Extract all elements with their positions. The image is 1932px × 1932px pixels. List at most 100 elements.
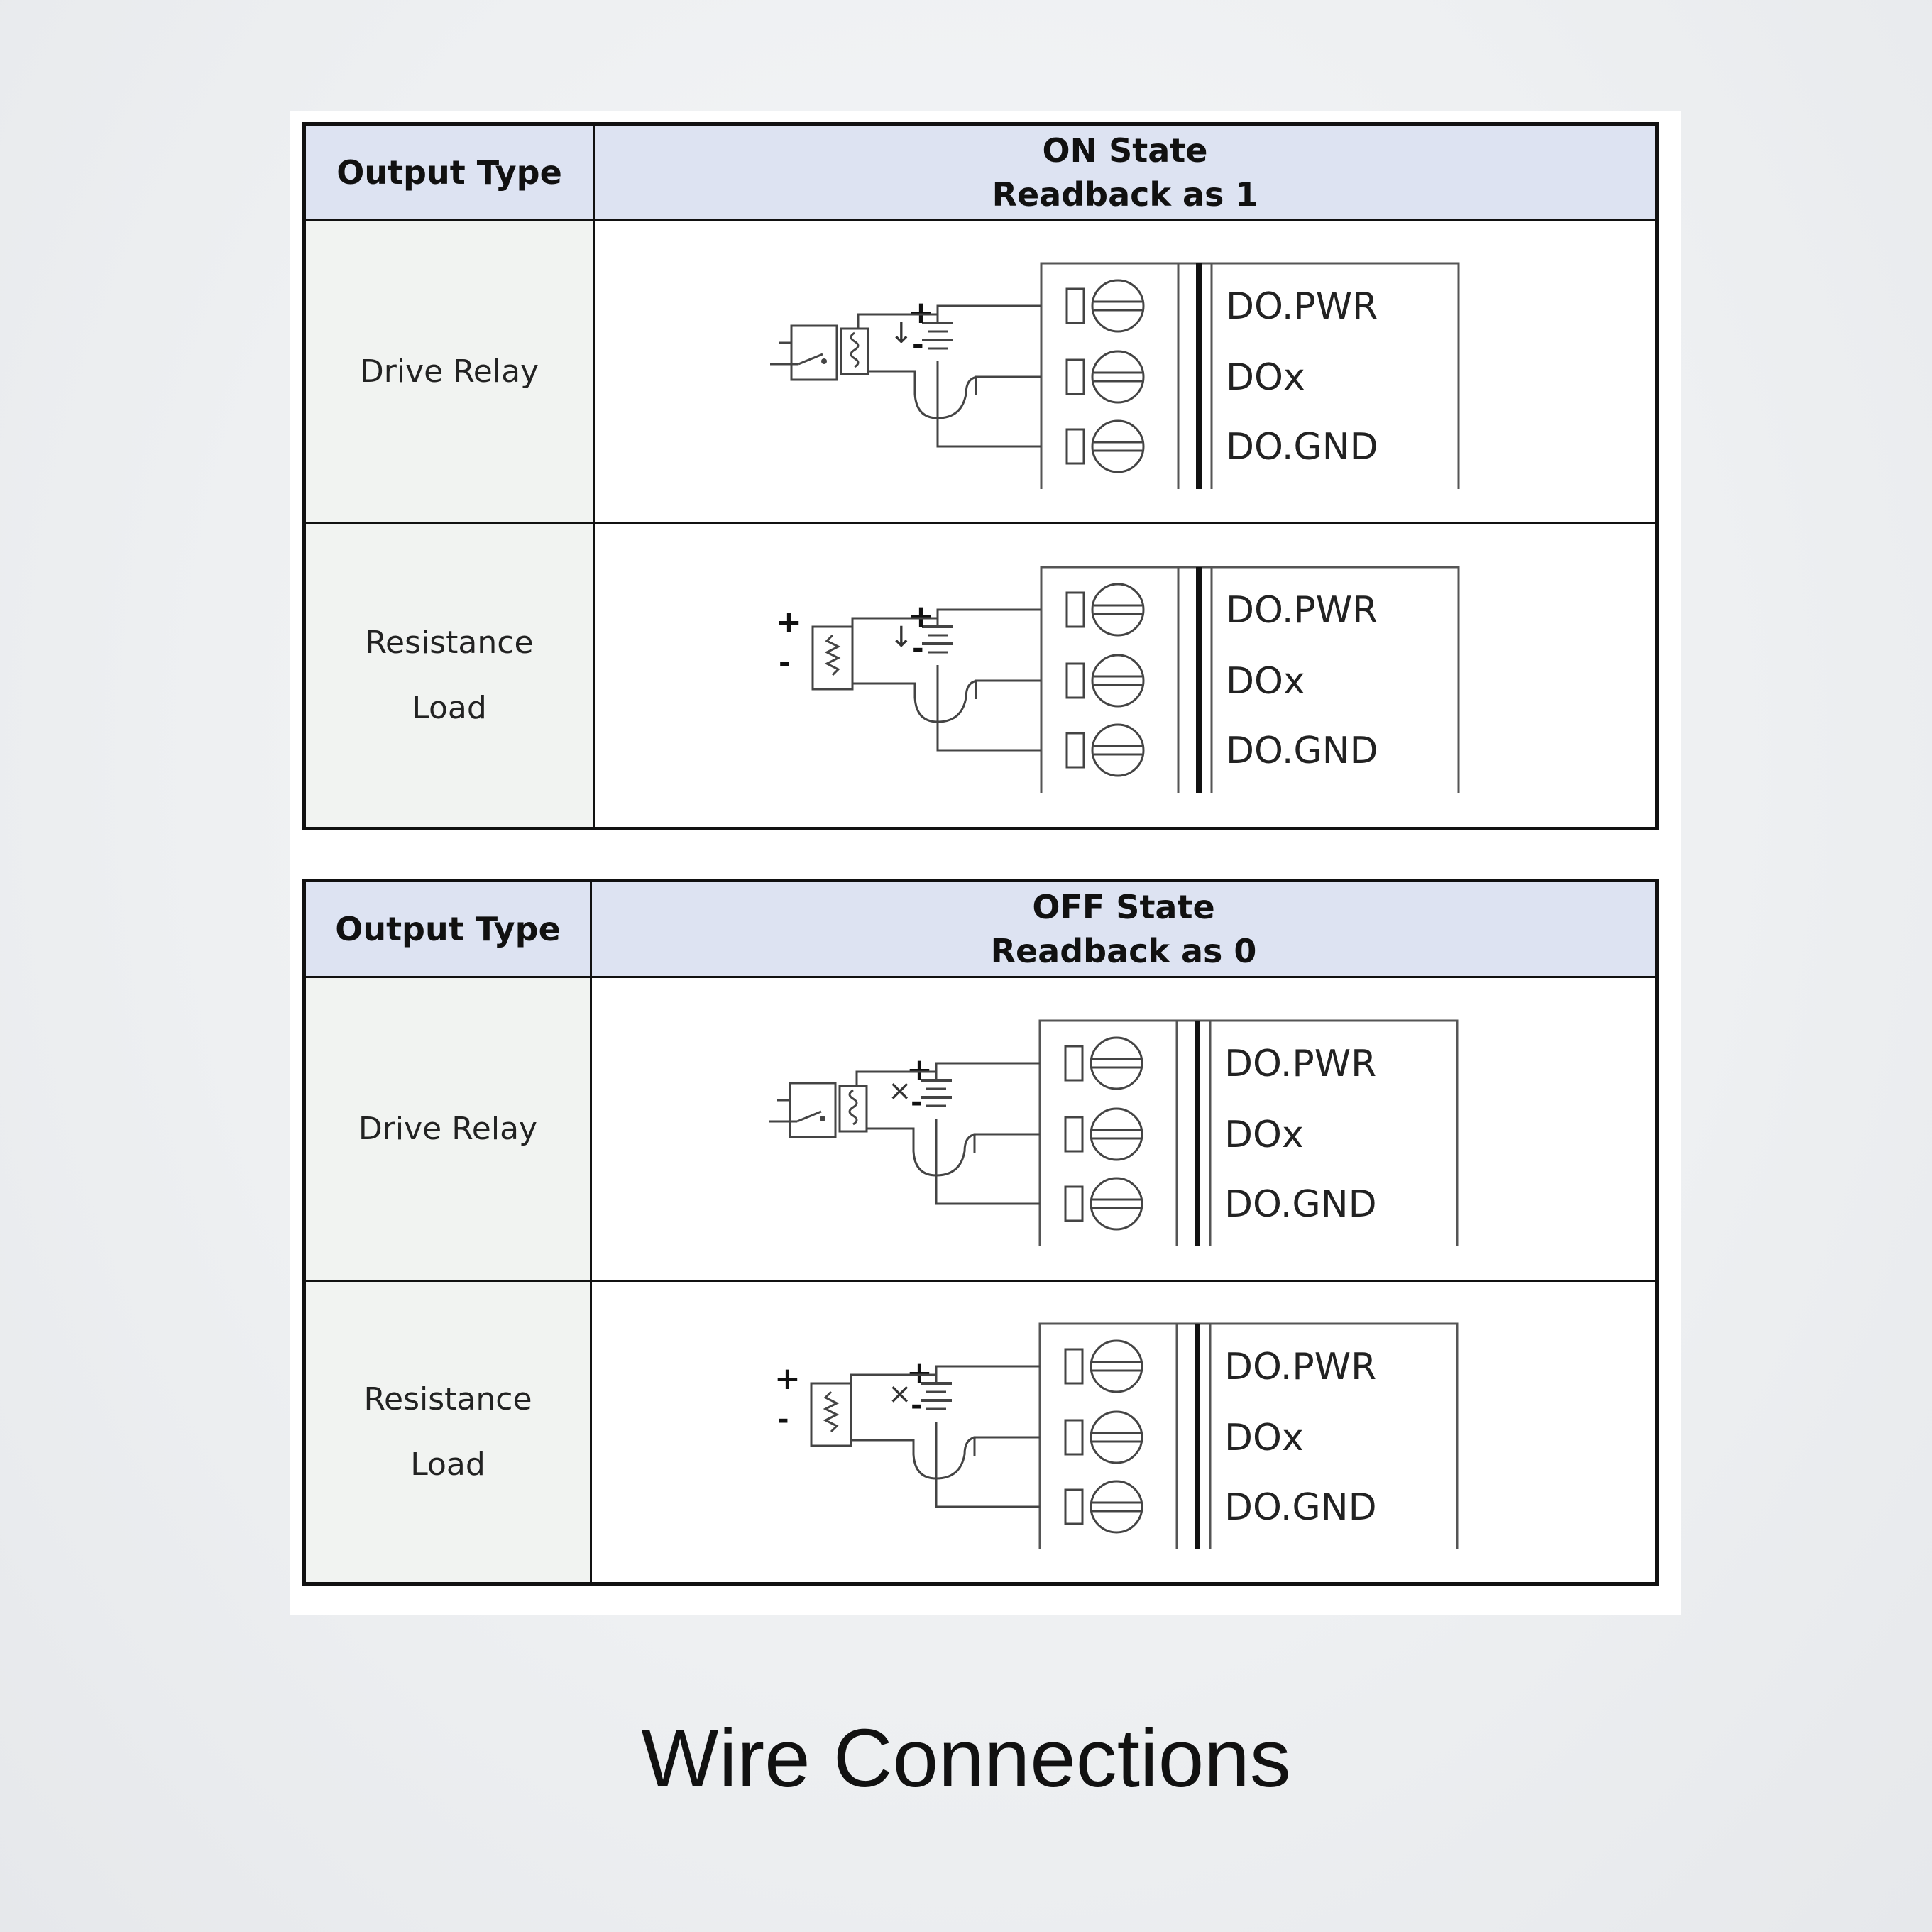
screw-icon (1090, 1339, 1143, 1393)
wire-dox (975, 375, 1041, 395)
wire-do-gnd (936, 361, 1041, 447)
figure-caption: Wire Connections (641, 1712, 1291, 1804)
relay-box (790, 324, 838, 380)
screw-icon (1090, 1410, 1143, 1464)
terminal-label: DO.GND (1224, 1183, 1377, 1226)
wire-dox (973, 1133, 1040, 1153)
relay-contact-point (820, 1115, 825, 1121)
current-status-icon: ↓ (889, 621, 913, 654)
current-status-icon: × (888, 1378, 912, 1410)
terminal-label: DOx (1224, 1417, 1304, 1459)
terminal-label: DO.PWR (1226, 589, 1378, 632)
terminal-label: DO.GND (1226, 730, 1378, 772)
terminal-slot (1065, 591, 1085, 627)
current-status-icon: × (888, 1075, 912, 1107)
relay-box (789, 1082, 837, 1138)
terminal-slot (1065, 732, 1085, 768)
battery-minus-label: - (911, 1086, 923, 1119)
terminal-label: DO.GND (1224, 1486, 1377, 1529)
terminal-slot (1064, 1419, 1084, 1455)
terminal-label: DOx (1224, 1114, 1304, 1156)
terminal-bar (1196, 263, 1202, 489)
state-header: OFF State Readback as 0 (590, 879, 1658, 978)
state-header: ON State Readback as 1 (593, 123, 1658, 221)
wire-dox (912, 1133, 1040, 1177)
output-type-header: Output Type (303, 123, 595, 221)
state-header-line1: OFF State (1032, 888, 1215, 926)
screw-icon (1090, 1107, 1143, 1160)
row-label-line1: Drive Relay (359, 353, 539, 390)
battery-plus-label: + (908, 598, 934, 635)
terminal-slot (1065, 358, 1085, 395)
wire-do-gnd (935, 1118, 1040, 1204)
wire-do-pwr (936, 304, 1041, 314)
resistor-icon (823, 1390, 840, 1432)
terminal-label: DO.PWR (1224, 1346, 1376, 1388)
wire-do-gnd (936, 664, 1041, 751)
screw-icon (1090, 1036, 1143, 1090)
row-label: Resistance Load (303, 1280, 592, 1585)
battery-plus-label: + (906, 1355, 933, 1391)
terminal-label: DO.PWR (1224, 1043, 1376, 1085)
relay-coil-icon (848, 1089, 858, 1125)
relay-contact-point (821, 358, 827, 364)
relay-coil-icon (850, 331, 860, 368)
screw-icon (1090, 1480, 1143, 1533)
screw-icon (1090, 1177, 1143, 1230)
row-label: Drive Relay (303, 976, 592, 1282)
battery-plus-label: + (908, 295, 934, 331)
load-minus-label: - (777, 1403, 789, 1436)
battery-minus-label: - (911, 1389, 923, 1422)
terminal-slot (1065, 428, 1085, 464)
state-header-line2: Readback as 1 (992, 175, 1258, 214)
terminal-slot (1064, 1116, 1084, 1152)
terminal-label: DOx (1226, 660, 1305, 703)
terminal-label: DO.GND (1226, 426, 1378, 468)
relay-contact-switch (798, 353, 823, 365)
wire-do-pwr (935, 1365, 1040, 1375)
terminal-bar (1195, 1020, 1200, 1246)
screw-icon (1091, 279, 1145, 332)
screw-icon (1091, 419, 1145, 473)
wire-dox (912, 1436, 1040, 1480)
terminal-slot (1064, 1348, 1084, 1384)
load-plus-label: + (776, 604, 802, 640)
screw-icon (1091, 723, 1145, 776)
wire-do-pwr (936, 608, 1041, 618)
load-box (811, 625, 854, 690)
row-label: Drive Relay (303, 219, 595, 524)
resistor-icon (824, 634, 841, 676)
screw-icon (1091, 654, 1145, 707)
screw-icon (1091, 583, 1145, 636)
row-label-line1: Drive Relay (358, 1110, 538, 1147)
wire-dox (913, 375, 1041, 419)
load-minus-label: - (779, 647, 791, 679)
relay-contact-switch (796, 1110, 822, 1122)
wire-dox (913, 679, 1041, 723)
on-state-table: Output Type ON State Readback as 1 Drive… (302, 122, 1659, 830)
current-status-icon: ↓ (889, 317, 913, 350)
output-type-header: Output Type (303, 879, 592, 978)
relay-coil-box (838, 1085, 868, 1132)
terminal-label: DO.PWR (1226, 285, 1378, 328)
wire-do-gnd (935, 1421, 1040, 1508)
row-label: Resistance Load (303, 522, 595, 830)
terminal-bar (1196, 566, 1202, 793)
terminal-slot (1064, 1045, 1084, 1081)
terminal-slot (1065, 662, 1085, 698)
battery-minus-label: - (912, 329, 924, 361)
row-label-line1: Resistance (365, 624, 534, 661)
load-plus-label: + (774, 1361, 801, 1397)
relay-coil-box (840, 327, 869, 375)
